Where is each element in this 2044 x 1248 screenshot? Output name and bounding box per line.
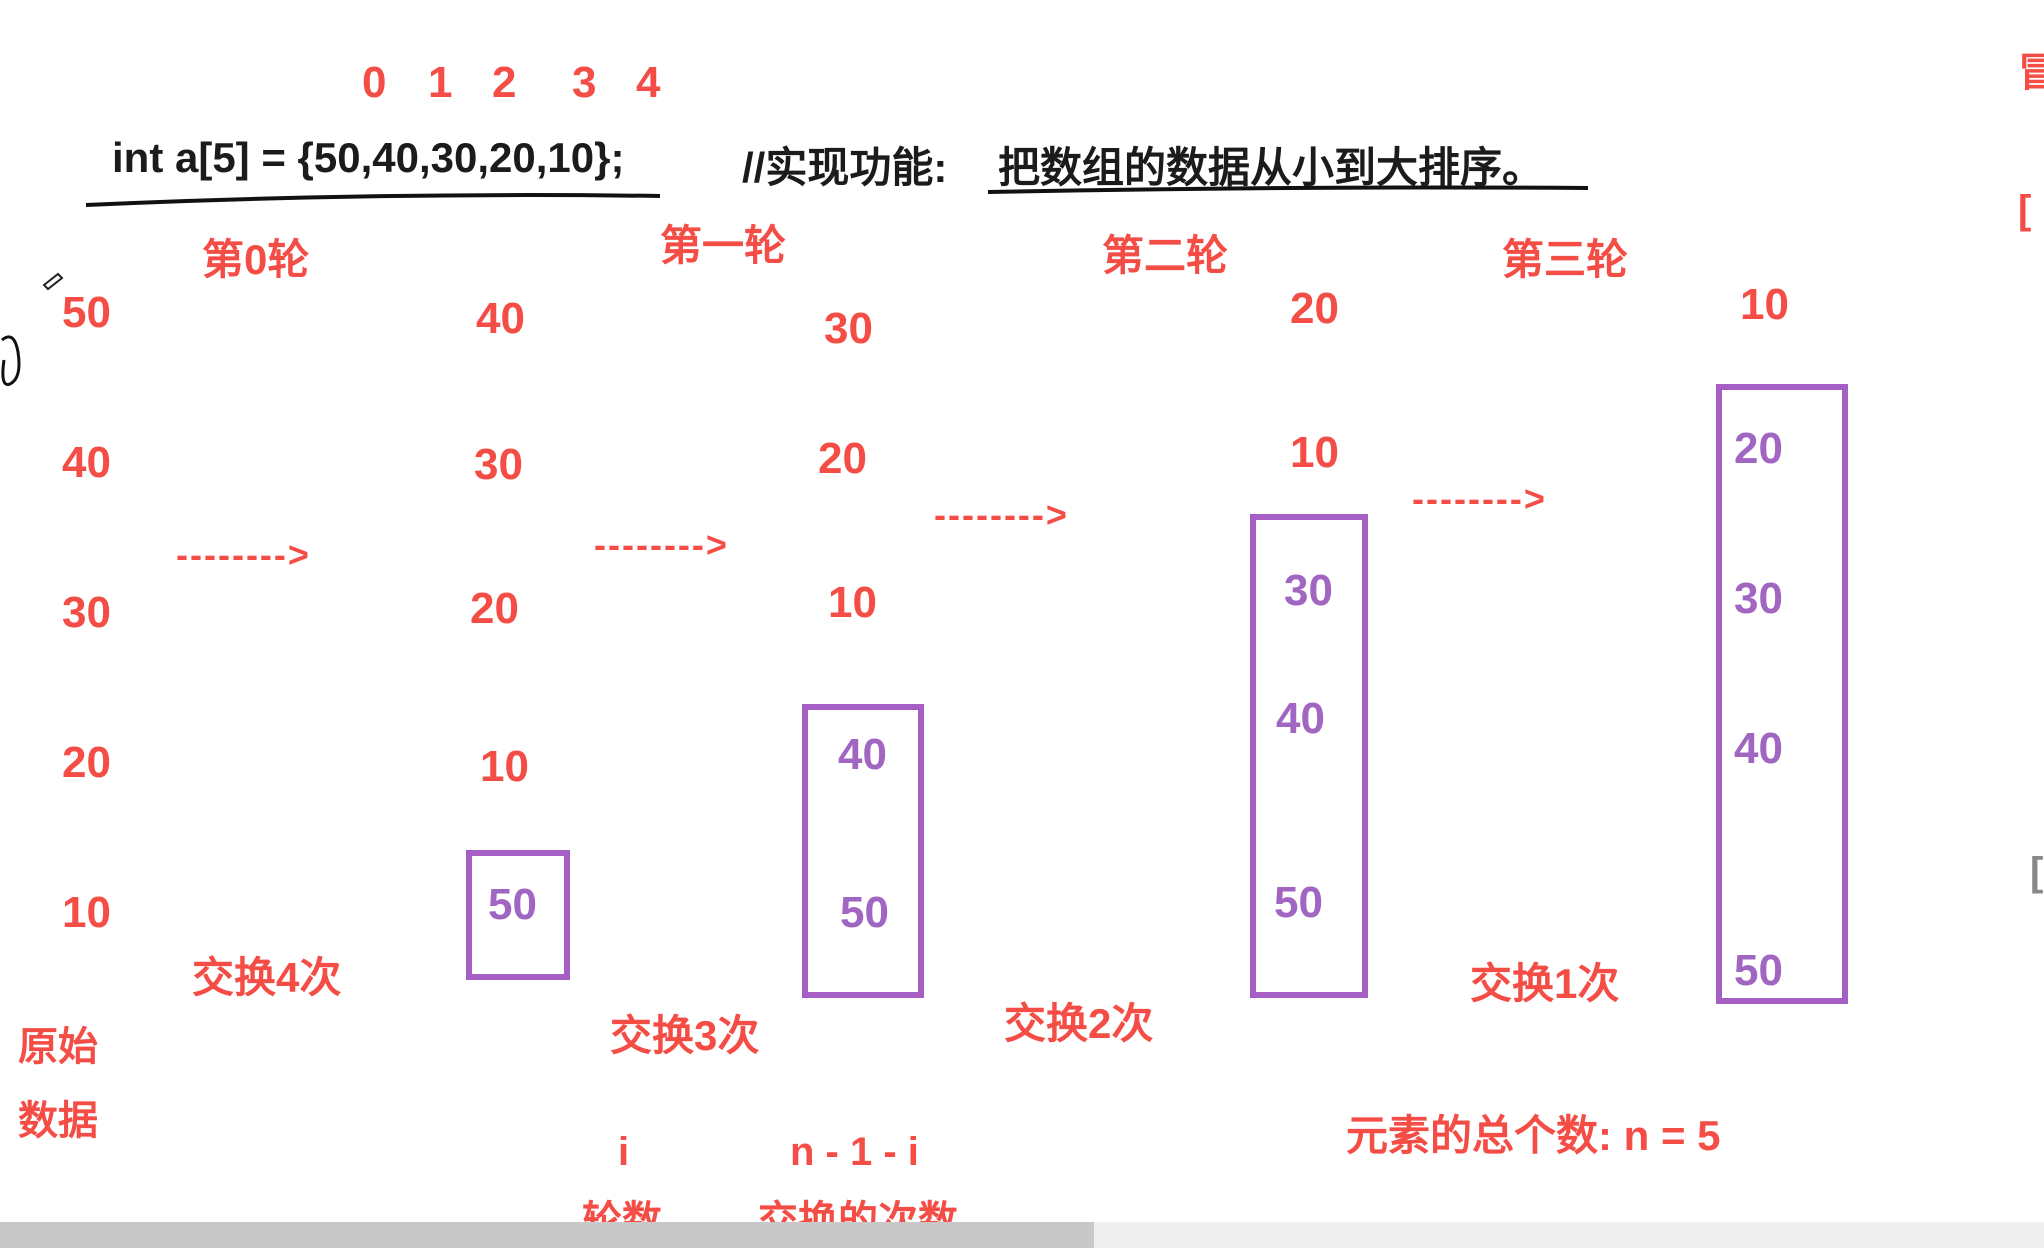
original-data-label: 数据 <box>18 1099 98 1143</box>
col2-value: 30 <box>824 304 873 353</box>
edge-mark: [ <box>2030 850 2044 894</box>
index-4: 4 <box>636 58 661 107</box>
index-0: 0 <box>362 58 387 107</box>
total-elements-note: 元素的总个数: n = 5 <box>1346 1112 1721 1159</box>
index-3: 3 <box>572 58 597 107</box>
scrollbar-thumb[interactable] <box>0 1222 1094 1248</box>
arrow-icon: --------> <box>1412 478 1547 519</box>
col3-value: 10 <box>1290 428 1339 477</box>
col1-sorted-box <box>466 850 570 980</box>
col1-value: 40 <box>476 294 525 343</box>
col1-sorted-value: 50 <box>488 880 537 929</box>
round-0-label: 第0轮 <box>202 236 310 283</box>
comment-underline <box>987 185 1589 194</box>
round-3-label: 第三轮 <box>1502 236 1629 283</box>
edge-mark: [ <box>2018 188 2032 232</box>
col2-sorted-box <box>802 704 924 998</box>
legend-i: i <box>618 1130 630 1174</box>
arrow-icon: --------> <box>594 524 729 565</box>
col4-sorted-value: 40 <box>1734 724 1783 773</box>
swap-count-2: 交换2次 <box>1004 1000 1154 1047</box>
col4-sorted-box <box>1716 384 1848 1004</box>
col4-sorted-value: 30 <box>1734 574 1783 623</box>
code-comment-text: 把数组的数据从小到大排序。 <box>998 144 1545 191</box>
edge-mark: 冒 <box>2018 51 2044 95</box>
arrow-icon: --------> <box>176 534 311 575</box>
col3-sorted-value: 30 <box>1284 566 1333 615</box>
round-1-label: 第一轮 <box>660 222 787 269</box>
legend-formula: n - 1 - i <box>790 1130 919 1174</box>
col3-value: 20 <box>1290 284 1339 333</box>
pen-mark <box>42 272 64 291</box>
swap-count-1: 交换1次 <box>1470 960 1620 1007</box>
col2-sorted-value: 40 <box>838 730 887 779</box>
swap-count-3: 交换3次 <box>610 1012 760 1059</box>
horizontal-scrollbar[interactable] <box>0 1222 2044 1248</box>
index-1: 1 <box>428 58 453 107</box>
col2-sorted-value: 50 <box>840 888 889 937</box>
col3-sorted-box <box>1250 514 1368 998</box>
col4-sorted-value: 50 <box>1734 946 1783 995</box>
arrow-icon: --------> <box>934 494 1069 535</box>
code-comment-prefix: //实现功能: <box>742 144 948 191</box>
col2-value: 20 <box>818 434 867 483</box>
col3-sorted-value: 50 <box>1274 878 1323 927</box>
scribble-mark <box>1 335 21 386</box>
round-2-label: 第二轮 <box>1102 232 1229 279</box>
col4-value: 10 <box>1740 280 1789 329</box>
col0-value: 10 <box>62 888 111 937</box>
code-underline <box>85 193 661 207</box>
original-data-label: 原始 <box>18 1025 98 1069</box>
col0-value: 40 <box>62 438 111 487</box>
swap-count-4: 交换4次 <box>192 954 342 1001</box>
col0-value: 30 <box>62 588 111 637</box>
col4-sorted-value: 20 <box>1734 424 1783 473</box>
col3-sorted-value: 40 <box>1276 694 1325 743</box>
col1-value: 20 <box>470 584 519 633</box>
index-2: 2 <box>492 58 517 107</box>
col0-value: 20 <box>62 738 111 787</box>
col1-value: 10 <box>480 742 529 791</box>
col2-value: 10 <box>828 578 877 627</box>
col1-value: 30 <box>474 440 523 489</box>
code-declaration: int a[5] = {50,40,30,20,10}; <box>112 134 625 181</box>
col0-value: 50 <box>62 288 111 337</box>
